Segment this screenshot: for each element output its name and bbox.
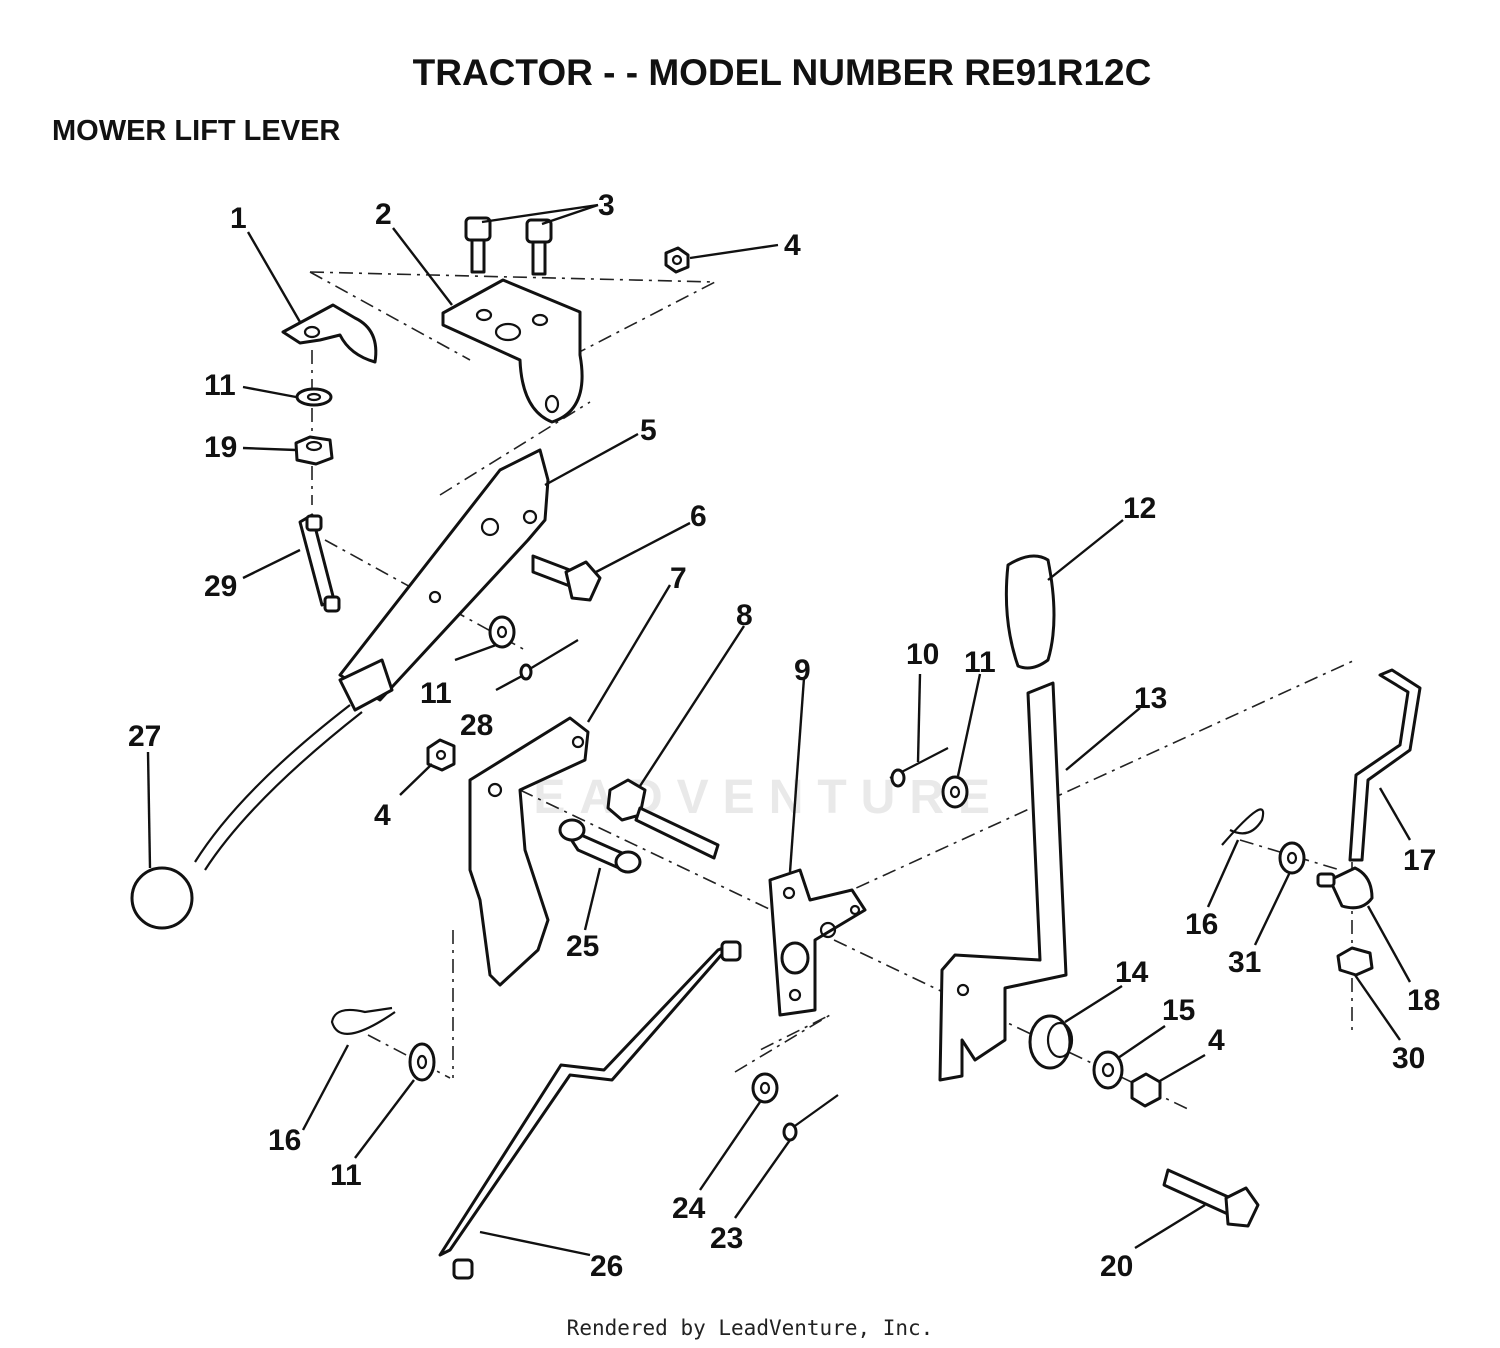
part-11-washer-mid bbox=[488, 615, 516, 649]
part-11-washer-right bbox=[941, 775, 969, 809]
callout-30: 30 bbox=[1392, 1042, 1425, 1075]
part-12-handle-grip bbox=[1004, 554, 1056, 670]
part-4-nut-left bbox=[426, 738, 456, 772]
part-6-bolt bbox=[531, 554, 602, 602]
callout-26: 26 bbox=[590, 1250, 623, 1283]
part-26-lift-rod bbox=[438, 940, 742, 1280]
callout-12: 12 bbox=[1123, 492, 1156, 525]
callout-29: 29 bbox=[204, 570, 237, 603]
part-13-lift-lever bbox=[938, 681, 1068, 1082]
callout-11-bottom: 11 bbox=[330, 1159, 362, 1192]
callout-11-mid: 11 bbox=[420, 677, 452, 710]
callout-19: 19 bbox=[204, 431, 237, 464]
callout-8: 8 bbox=[736, 599, 753, 632]
callout-11-top: 11 bbox=[204, 369, 236, 402]
part-3-bolts bbox=[464, 216, 553, 276]
part-8-bolt bbox=[606, 778, 720, 860]
callout-11-right: 11 bbox=[964, 646, 996, 679]
callout-20: 20 bbox=[1100, 1250, 1133, 1283]
callout-4-left: 4 bbox=[374, 799, 391, 832]
part-7-plate bbox=[468, 716, 590, 987]
part-28-pin bbox=[519, 639, 579, 681]
callout-10: 10 bbox=[906, 638, 939, 671]
part-14-bushing bbox=[1028, 1014, 1074, 1070]
callout-23: 23 bbox=[710, 1222, 743, 1255]
part-19-nut bbox=[294, 435, 334, 466]
section-title: MOWER LIFT LEVER bbox=[52, 115, 341, 147]
part-24-washer bbox=[751, 1072, 779, 1104]
part-11-washer-top bbox=[295, 387, 333, 407]
callout-leaders bbox=[146, 203, 1412, 1257]
callout-4-right: 4 bbox=[1208, 1024, 1225, 1057]
part-16-hairpin-left bbox=[330, 1006, 396, 1035]
part-31-washer bbox=[1278, 841, 1306, 875]
callout-27: 27 bbox=[128, 720, 161, 753]
part-4-nut-right bbox=[1130, 1072, 1162, 1108]
footer-credit: Rendered by LeadVenture, Inc. bbox=[566, 1316, 934, 1340]
part-29-link bbox=[298, 513, 341, 613]
part-16-hairpin-right bbox=[1221, 808, 1265, 846]
callout-14: 14 bbox=[1115, 956, 1149, 989]
callout-9: 9 bbox=[794, 654, 811, 687]
part-27-knob bbox=[130, 866, 194, 930]
part-4-nut-top bbox=[664, 246, 690, 274]
callout-labels: 1 2 3 4 11 19 5 6 29 7 8 9 10 11 12 13 1… bbox=[128, 189, 1440, 1283]
callout-31: 31 bbox=[1228, 946, 1261, 979]
part-9-bracket bbox=[768, 868, 867, 1017]
callout-13: 13 bbox=[1134, 682, 1167, 715]
part-10-pin bbox=[889, 747, 949, 788]
callout-28: 28 bbox=[460, 709, 493, 742]
callout-16-left: 16 bbox=[268, 1124, 301, 1157]
callout-16-right: 16 bbox=[1185, 908, 1218, 941]
callout-7: 7 bbox=[670, 562, 687, 595]
part-15-washer bbox=[1092, 1050, 1124, 1090]
callout-4-top: 4 bbox=[784, 229, 801, 262]
part-23-pin bbox=[782, 1094, 839, 1142]
callout-18: 18 bbox=[1407, 984, 1440, 1017]
callout-25: 25 bbox=[566, 930, 599, 963]
callout-5: 5 bbox=[640, 414, 657, 447]
callout-2: 2 bbox=[375, 198, 392, 231]
part-25-spacer bbox=[558, 818, 642, 874]
part-17-adjuster-rod bbox=[1348, 668, 1422, 862]
part-18-ferrule bbox=[1316, 866, 1374, 910]
part-30-nut bbox=[1336, 946, 1374, 977]
callout-3: 3 bbox=[598, 189, 615, 222]
callout-15: 15 bbox=[1162, 994, 1195, 1027]
callout-17: 17 bbox=[1403, 844, 1436, 877]
part-20-bolt bbox=[1162, 1168, 1260, 1228]
part-2-bracket bbox=[441, 278, 584, 424]
page-title: TRACTOR - - MODEL NUMBER RE91R12C bbox=[412, 52, 1152, 93]
assembly-lines bbox=[309, 271, 1356, 1111]
callout-24: 24 bbox=[672, 1192, 706, 1225]
part-5-lift-arm bbox=[194, 448, 550, 871]
part-1-clip bbox=[281, 303, 378, 364]
callout-6: 6 bbox=[690, 500, 707, 533]
callout-1: 1 bbox=[230, 202, 247, 235]
part-11-washer-bottom bbox=[408, 1042, 436, 1082]
